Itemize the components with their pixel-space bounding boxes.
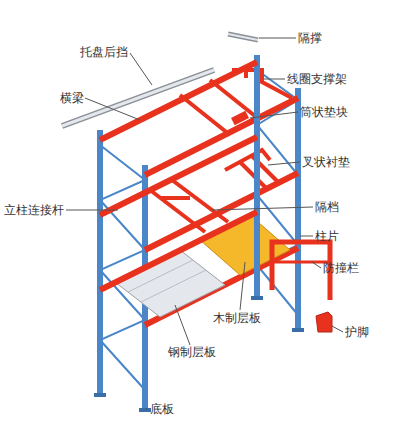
base-plate	[139, 408, 151, 412]
beam	[100, 212, 257, 290]
leader-line	[332, 326, 343, 332]
leader-line	[212, 207, 313, 210]
base-plate	[292, 328, 304, 332]
part-label: 立柱连接杆	[4, 203, 64, 217]
leader-line	[268, 162, 300, 165]
part-label: 柱片	[315, 229, 339, 243]
steel-deck-panel	[115, 250, 225, 317]
frame-bracing	[100, 70, 298, 390]
part-label: 木制层板	[213, 311, 261, 325]
part-label: 隔撑	[298, 31, 322, 45]
fork-pads	[150, 150, 280, 232]
leader-line	[300, 236, 313, 237]
divider-bar	[172, 180, 228, 222]
row-spacer	[228, 34, 258, 40]
pallet-backstop	[62, 70, 214, 126]
front-beams	[100, 62, 257, 290]
divider-bar	[160, 196, 190, 200]
part-label: 横梁	[60, 91, 84, 105]
brace	[100, 145, 145, 390]
backstop-parts	[62, 34, 258, 126]
steel-deck	[115, 250, 225, 317]
coil-cradle	[232, 70, 292, 98]
row-spacer	[228, 34, 258, 40]
part-label: 底板	[150, 402, 174, 416]
part-label: 叉状衬垫	[302, 155, 350, 169]
leader-line	[66, 210, 118, 211]
part-label: 钢制层板	[168, 345, 216, 359]
tube-spacer	[231, 111, 249, 125]
leader-line	[85, 98, 140, 120]
guard-rail-bar	[272, 261, 330, 264]
base-plate	[94, 393, 106, 397]
guard-rail-bar	[272, 242, 330, 300]
upright	[295, 88, 301, 330]
back-uprights	[145, 88, 298, 410]
part-label: 防撞栏	[323, 261, 359, 275]
part-label: 筒状垫块	[300, 105, 348, 119]
base-plate	[251, 296, 263, 300]
base-plates	[94, 296, 304, 412]
part-label: 托盘后挡	[80, 45, 128, 59]
leader-line	[130, 53, 152, 85]
part-label: 线圈支撑架	[287, 72, 347, 86]
leader-line	[259, 38, 296, 39]
guard-rail	[272, 242, 330, 300]
deck-rib	[128, 260, 193, 292]
support-arm	[210, 80, 260, 120]
leader-lines	[66, 38, 343, 409]
leader-line	[312, 262, 321, 268]
coil-supports	[180, 70, 292, 135]
part-label: 护脚	[345, 325, 369, 339]
pallet-backstop	[62, 70, 214, 126]
foot-protector	[316, 312, 332, 332]
beam	[100, 137, 257, 215]
leader-line	[240, 262, 245, 310]
upright	[254, 55, 260, 298]
support-arm	[180, 95, 230, 135]
part-label: 隔档	[315, 200, 339, 214]
leader-line	[264, 79, 285, 80]
leader-line	[250, 112, 298, 118]
leader-line	[175, 305, 190, 345]
deck-rib	[141, 270, 206, 302]
leader-line	[145, 409, 148, 410]
upright	[97, 130, 103, 395]
